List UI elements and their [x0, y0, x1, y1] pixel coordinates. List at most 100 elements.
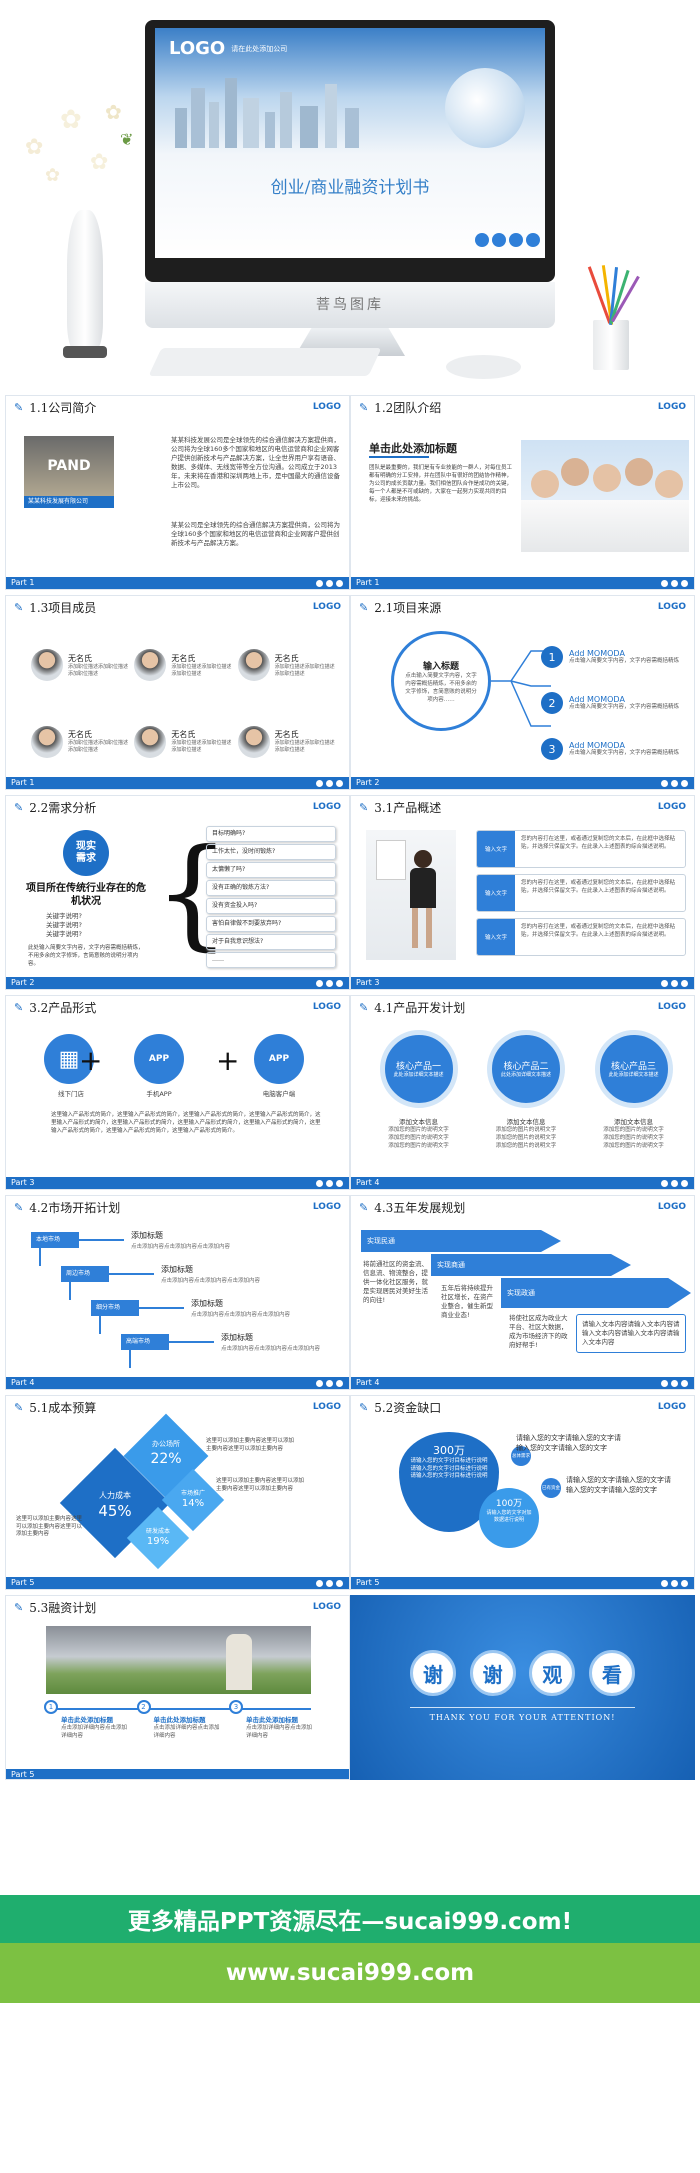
demand-badge: 现实 需求	[63, 830, 109, 876]
keyword-list: 关键字说明? 关键字说明? 关键字说明?	[46, 912, 146, 939]
stage-text-3: 将使社区成为政业大平台、社区大数据，成为市场经济下的政府好帮手!	[509, 1314, 568, 1349]
part-label: Part 1	[11, 578, 35, 587]
gap-total-text: 请输入您的文字讨目标进行说明请输入您的文字讨目标进行说明请输入您的文字讨目标进行…	[410, 1458, 488, 1479]
summary-box: 请输入文本内容请输入文本内容请输入文本内容请输入文本内容请输入文本内容	[576, 1314, 686, 1353]
member-avatar	[31, 725, 63, 758]
plus-icon-2: +	[216, 1044, 240, 1077]
financing-step-title: 单击此处添加标题	[153, 1716, 206, 1724]
team-text: 团队是最重要的，我们是有专业技能的一群人，对每位员工都有明确的分工安排，并在团队…	[369, 465, 513, 503]
labor-value: 45%	[98, 1502, 132, 1520]
slide-title: 4.3五年发展规划	[374, 1200, 466, 1215]
slide-3-2: ✎3.2产品形式 LOGO ▦ + APP + APP 线下门店 手机APP 电…	[5, 995, 350, 1190]
labor-label: 人力成本	[99, 1491, 131, 1500]
team-photo	[521, 440, 689, 552]
overview-item: 输入文字您的内容打在这里，或者通过复制您的文本后，在此框中选择粘贴，并选择只保留…	[476, 874, 686, 912]
source-number: 2	[541, 692, 563, 714]
source-center-circle: 输入标题 点击输入简要文字内容，文字内容需概括精炼，不用多余的文字修饰，言简意赅…	[391, 631, 491, 731]
member-avatar	[31, 649, 63, 682]
mouse	[446, 355, 521, 379]
source-title: Add MOMODA	[569, 694, 625, 704]
source-number: 1	[541, 646, 563, 668]
photo-sign: PAND	[47, 458, 91, 474]
part-label: Part 5	[11, 1770, 35, 1779]
thanks-char-4: 看	[588, 1650, 635, 1696]
pen-icon: ✎	[359, 400, 369, 414]
market-text: 点击添加内容点击添加内容点击添加内容	[221, 1346, 321, 1352]
pen-icon: ✎	[14, 800, 24, 814]
member-card: 无名氏添加职位描述添加职位描述添加职位描述	[31, 713, 134, 772]
pen-icon: ✎	[14, 1000, 24, 1014]
core-sub: 此处添加详细文本描述	[393, 1072, 444, 1078]
form-label-3: 电脑客户端	[262, 1090, 296, 1098]
slide-logo: LOGO	[312, 1402, 341, 1412]
pencil-cup	[578, 265, 640, 375]
slide-logo: LOGO	[312, 402, 341, 412]
slide-1-2: ✎1.2团队介绍 LOGO 单击此处添加标题 团队是最重要的，我们是有专业技能的…	[350, 395, 695, 590]
thanks-char-3-text: 观	[542, 1662, 563, 1687]
pen-icon: ✎	[359, 1000, 369, 1014]
source-title: Add MOMODA	[569, 740, 625, 750]
store-icon: ▦	[44, 1034, 94, 1084]
slide-logo: LOGO	[657, 1402, 686, 1412]
slide-title: 5.3融资计划	[29, 1600, 97, 1615]
part-label: Part 4	[11, 1378, 35, 1387]
keyboard	[148, 348, 382, 376]
slide-title: 1.2团队介绍	[374, 400, 442, 415]
question-item: 工作太忙，没时间锻炼?	[206, 844, 336, 860]
thanks-char-1: 谢	[410, 1650, 456, 1696]
thanks-char-2-text: 谢	[482, 1662, 503, 1687]
badge-line-2: 需求	[76, 853, 96, 864]
company-photo: PAND	[24, 436, 114, 496]
brace-icon: {	[154, 824, 231, 963]
center-text: 点击输入简要文字内容，文字内容需概括精炼，不用多余的文字修饰，言简意赅的说明分项…	[405, 672, 477, 703]
financing-step-info: 单击此处添加标题点击添加详细内容点击添加详细内容	[246, 1714, 314, 1740]
website-banner[interactable]: www.sucai999.com	[0, 1943, 700, 2003]
gap-existing: 100万	[495, 1499, 523, 1509]
financing-step-info: 单击此处添加标题点击添加详细内容点击添加详细内容	[61, 1714, 129, 1740]
core-desc-title: 添加文本信息	[399, 1118, 438, 1126]
financing-step-info: 单击此处添加标题点击添加详细内容点击添加详细内容	[154, 1714, 222, 1740]
member-name: 无名氏	[171, 653, 196, 663]
marketing-value: 14%	[181, 1498, 205, 1509]
brand-text: 菩鸟图库	[316, 297, 384, 313]
thanks-char-2: 谢	[469, 1650, 516, 1696]
financing-step-text: 点击添加详细内容点击添加详细内容	[153, 1725, 220, 1739]
core-desc: 添加您的图片的说明文字	[495, 1127, 557, 1133]
market-title: 添加标题	[131, 1231, 163, 1240]
slide-title: 4.2市场开拓计划	[29, 1200, 121, 1215]
market-title: 添加标题	[221, 1333, 253, 1342]
slide-logo: LOGO	[312, 1002, 341, 1012]
gap-drop-small	[479, 1488, 539, 1548]
product-photo	[366, 830, 456, 960]
promo-banner[interactable]: 更多精品PPT资源尽在—sucai999.com!	[0, 1895, 700, 1943]
office-label: 办公场所	[152, 1440, 180, 1448]
overview-text: 您的内容打在这里，或者通过复制您的文本后，在此框中选择粘贴，并选择只保留文字。在…	[521, 836, 676, 850]
cover-title: 创业/商业融资计划书	[270, 178, 430, 198]
member-name: 无名氏	[68, 653, 92, 663]
pen-icon: ✎	[359, 1200, 369, 1214]
member-desc: 添加职位描述添加职位描述添加职位描述	[274, 740, 335, 754]
website-text: www.sucai999.com	[225, 1960, 475, 1986]
city-skyline	[155, 68, 545, 148]
slide-logo: LOGO	[657, 1202, 686, 1212]
label-existing: 已有资金	[541, 1478, 561, 1498]
market-connector	[129, 1350, 131, 1368]
slide-thanks: 谢 谢 观 看 THANK YOU FOR YOUR ATTENTION!	[350, 1595, 695, 1780]
core-desc-title: 添加文本信息	[506, 1118, 546, 1126]
question-item: 没有正确的锻炼方法?	[206, 880, 336, 896]
form-label-1: 线下门店	[58, 1090, 84, 1098]
label-existing-text: 已有资金	[542, 1486, 560, 1491]
core-desc: 添加您的图片的说明文字	[388, 1127, 449, 1133]
slide-4-2: ✎4.2市场开拓计划 LOGO 本地市场添加标题点击添加内容点击添加内容点击添加…	[5, 1195, 350, 1390]
member-avatar	[134, 649, 167, 682]
market-text: 点击添加内容点击添加内容点击添加内容	[131, 1244, 231, 1250]
overview-item: 输入文字您的内容打在这里，或者通过复制您的文本后，在此框中选择粘贴，并选择只保留…	[476, 830, 686, 868]
slide-title: 3.2产品形式	[29, 1000, 97, 1015]
keyword-1: 关键字说明?	[46, 912, 82, 920]
gap-existing-text: 请输入您的文字对加数据进行说明	[486, 1510, 532, 1523]
thanks-char-1-text: 谢	[423, 1662, 443, 1687]
app-icon: APP	[134, 1034, 184, 1084]
